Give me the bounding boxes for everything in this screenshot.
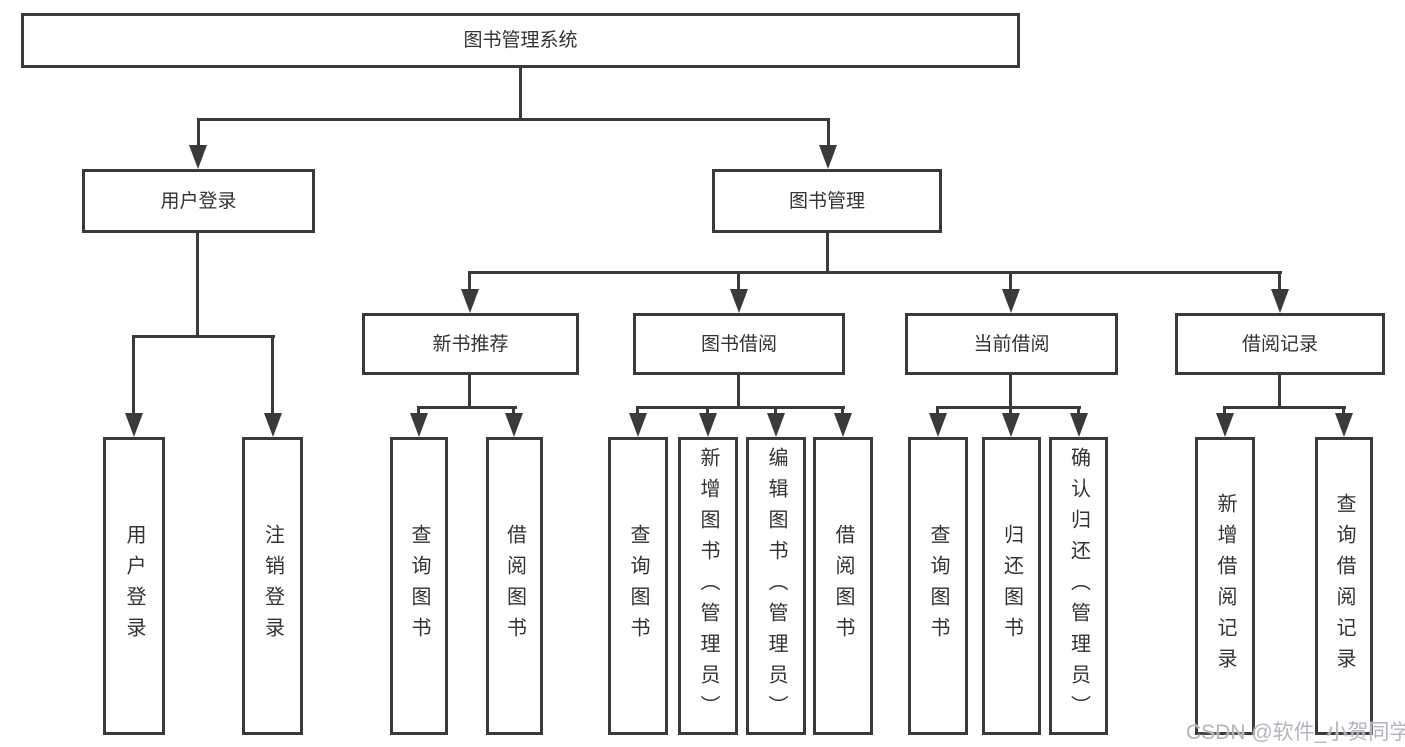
connector-records-drop-1: [1223, 406, 1226, 418]
connector-user-login-drop-1: [132, 335, 135, 417]
connector-root-drop-right: [827, 118, 830, 148]
arrow-down-icon: [1002, 289, 1020, 313]
connector-borrow-bar: [636, 406, 845, 409]
leaf-logout: 注销登录: [242, 437, 303, 735]
connector-borrow-stem: [737, 375, 740, 409]
connector-user-login-stem: [196, 233, 199, 338]
arrow-down-icon: [1335, 413, 1353, 437]
arrow-down-icon: [1216, 413, 1234, 437]
leaf-query-book-current: 查询图书: [908, 437, 968, 735]
node-book-management-label: 图书管理: [788, 190, 865, 212]
connector-records-drop-2: [1342, 406, 1345, 418]
arrow-down-icon: [461, 289, 479, 313]
arrow-down-icon: [1070, 413, 1088, 437]
connector-current-drop-2: [1009, 406, 1012, 418]
csdn-watermark: CSDN @软件_小贺同学: [1186, 721, 1405, 744]
arrow-down-icon: [629, 413, 647, 437]
leaf-confirm-return-admin: 确认归还（管理员）: [1049, 437, 1108, 735]
connector-records-bar: [1223, 406, 1346, 409]
leaf-return-book-label: 归还图书: [1000, 524, 1023, 648]
leaf-query-book-borrow-label: 查询图书: [627, 524, 649, 648]
connector-current-bar: [936, 406, 1081, 409]
node-root-label: 图书管理系统: [463, 30, 578, 51]
arrow-down-icon: [730, 289, 748, 313]
leaf-borrow-book-recommend-label: 借阅图书: [503, 524, 526, 648]
connector-current-stem: [1009, 375, 1012, 409]
arrow-down-icon: [125, 413, 143, 437]
leaf-confirm-return-admin-label: 确认归还（管理员）: [1067, 446, 1090, 726]
connector-book-mgmt-stem: [826, 233, 829, 274]
leaf-query-book-recommend-label: 查询图书: [408, 524, 430, 648]
connector-book-mgmt-drop-1: [468, 271, 471, 293]
connector-recommend-stem: [468, 375, 471, 409]
leaf-edit-book-admin: 编辑图书（管理员）: [746, 437, 806, 735]
leaf-borrow-book: 借阅图书: [813, 437, 873, 735]
connector-records-stem: [1278, 375, 1281, 409]
connector-borrow-drop-2: [706, 406, 709, 418]
node-new-book-recommend-label: 新书推荐: [432, 333, 509, 355]
connector-user-login-bar: [132, 335, 275, 338]
arrow-down-icon: [699, 413, 717, 437]
leaf-query-borrow-record-label: 查询借阅记录: [1333, 493, 1355, 679]
connector-borrow-drop-3: [774, 406, 777, 418]
leaf-user-login: 用户登录: [103, 437, 165, 735]
node-current-borrow: 当前借阅: [905, 313, 1118, 375]
node-new-book-recommend: 新书推荐: [362, 313, 579, 375]
connector-recommend-drop-2: [512, 406, 515, 418]
arrow-down-icon: [929, 413, 947, 437]
connector-borrow-drop-1: [636, 406, 639, 418]
node-root: 图书管理系统: [21, 13, 1020, 68]
leaf-borrow-book-label: 借阅图书: [832, 524, 854, 648]
connector-book-mgmt-drop-2: [737, 271, 740, 293]
leaf-query-book-current-label: 查询图书: [927, 524, 949, 648]
connector-recommend-drop-1: [417, 406, 420, 418]
connector-book-mgmt-drop-4: [1278, 271, 1281, 293]
connector-book-mgmt-bar: [468, 271, 1282, 274]
node-book-borrow: 图书借阅: [633, 313, 845, 375]
leaf-add-book-admin: 新增图书（管理员）: [678, 437, 738, 735]
node-current-borrow-label: 当前借阅: [973, 333, 1050, 355]
arrow-down-icon: [410, 413, 428, 437]
arrow-down-icon: [1271, 289, 1289, 313]
leaf-user-login-label: 用户登录: [123, 524, 145, 648]
arrow-down-icon: [189, 145, 207, 169]
arrow-down-icon: [1002, 413, 1020, 437]
connector-current-drop-3: [1077, 406, 1080, 418]
leaf-query-borrow-record: 查询借阅记录: [1315, 437, 1373, 735]
leaf-logout-label: 注销登录: [261, 524, 284, 648]
arrow-down-icon: [767, 413, 785, 437]
connector-user-login-drop-2: [271, 335, 274, 417]
arrow-down-icon: [834, 413, 852, 437]
leaf-add-borrow-record-label: 新增借阅记录: [1214, 493, 1236, 679]
leaf-borrow-book-recommend: 借阅图书: [486, 437, 543, 735]
arrow-down-icon: [264, 413, 282, 437]
connector-borrow-drop-4: [841, 406, 844, 418]
node-borrow-records-label: 借阅记录: [1241, 333, 1318, 355]
connector-current-drop-1: [936, 406, 939, 418]
arrow-down-icon: [819, 145, 837, 169]
arrow-down-icon: [505, 413, 523, 437]
connector-book-mgmt-drop-3: [1009, 271, 1012, 293]
connector-root-bar: [197, 118, 830, 121]
connector-recommend-bar: [417, 406, 517, 409]
node-user-login-label: 用户登录: [160, 190, 237, 212]
connector-root-drop-left: [197, 118, 200, 148]
node-user-login: 用户登录: [82, 169, 315, 233]
leaf-query-book-borrow: 查询图书: [608, 437, 668, 735]
node-book-management: 图书管理: [712, 169, 942, 233]
leaf-add-book-admin-label: 新增图书（管理员）: [697, 446, 719, 726]
leaf-edit-book-admin-label: 编辑图书（管理员）: [765, 446, 787, 726]
node-borrow-records: 借阅记录: [1175, 313, 1385, 375]
connector-root-stem: [519, 68, 522, 121]
leaf-query-book-recommend: 查询图书: [390, 437, 448, 735]
node-book-borrow-label: 图书借阅: [700, 333, 777, 355]
leaf-add-borrow-record: 新增借阅记录: [1195, 437, 1255, 735]
leaf-return-book: 归还图书: [982, 437, 1041, 735]
